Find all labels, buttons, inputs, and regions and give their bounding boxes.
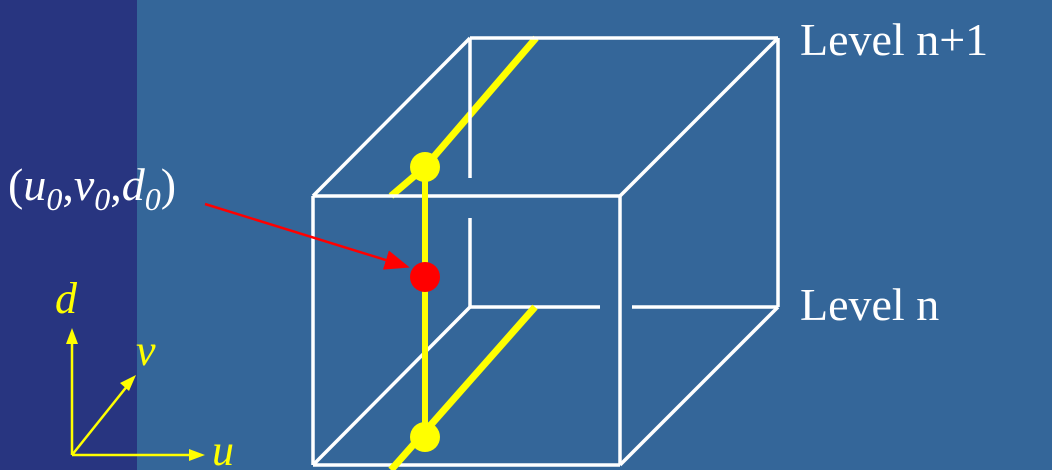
coord-sep-2: , xyxy=(110,159,122,210)
d-axis-arrowhead-icon xyxy=(66,328,78,344)
cube-wireframe xyxy=(311,36,780,467)
query-point xyxy=(410,262,440,292)
d-axis-label: d xyxy=(55,274,78,323)
coord-d: d xyxy=(122,159,146,210)
upper-diagonal-line-back xyxy=(422,35,539,170)
lower-sample-point xyxy=(410,422,440,452)
cube-top-right-depth-edge xyxy=(618,36,780,198)
lower-diagonal-line xyxy=(388,304,538,470)
coord-u-subscript: 0 xyxy=(46,181,62,217)
pointer-arrow xyxy=(204,202,410,270)
coord-close-paren: ) xyxy=(161,159,176,210)
level-upper-label: Level n+1 xyxy=(800,14,988,65)
u-axis-arrowhead-icon xyxy=(189,449,205,461)
u-axis-label: u xyxy=(212,426,234,470)
cube-top-left-depth-edge xyxy=(311,36,472,198)
coord-v: v xyxy=(74,159,95,210)
coord-u: u xyxy=(23,159,46,210)
cube-bottom-right-depth-edge xyxy=(618,305,780,467)
left-side-band xyxy=(0,0,137,470)
coord-sep-1: , xyxy=(62,159,74,210)
v-axis-label: v xyxy=(136,326,156,375)
v-axis-arrowhead-icon xyxy=(120,375,136,391)
axes-gizmo xyxy=(66,328,205,461)
coord-open-paren: ( xyxy=(8,159,23,210)
v-axis-line xyxy=(71,384,129,456)
coord-d-subscript: 0 xyxy=(145,181,161,217)
level-lower-label: Level n xyxy=(800,279,939,330)
cube-bottom-left-depth-edge xyxy=(311,305,472,467)
upper-sample-point xyxy=(410,152,440,182)
coord-v-subscript: 0 xyxy=(94,181,110,217)
coordinate-label: (u0,v0,d0) xyxy=(8,159,176,217)
